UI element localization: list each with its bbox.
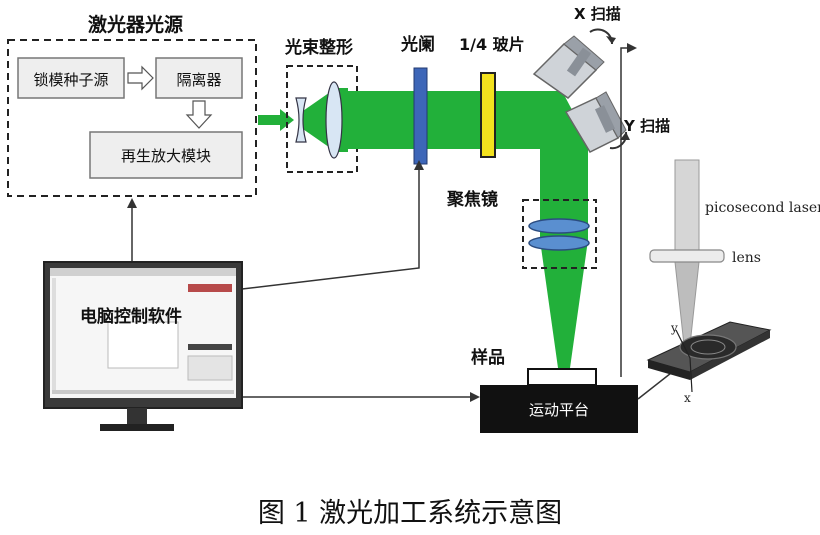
laser-source-title: 激光器光源 [88, 13, 183, 36]
inset-lens-icon [649, 249, 725, 263]
focus-lens-label: 聚焦镜 [446, 189, 498, 210]
x-scan-label: X 扫描 [574, 5, 621, 23]
sample-label: 样品 [471, 347, 505, 368]
inset-lens-label: lens [732, 250, 761, 266]
inset-y-axis-label: y [670, 321, 678, 335]
screen-color-bar [188, 284, 232, 292]
laser-control-arrowhead [127, 198, 137, 208]
seed-source-label: 锁模种子源 [33, 71, 108, 89]
aperture-element [413, 67, 428, 165]
inset-x-axis [689, 357, 693, 393]
focus-lens-lower [528, 235, 590, 251]
amplifier-label: 再生放大模块 [121, 147, 211, 165]
waveplate-label: 1/4 玻片 [459, 35, 525, 54]
galvo-scanner-group: X 扫描 Y 扫描 [532, 5, 670, 153]
inset-scan-path [690, 339, 726, 355]
inset-processing-circle [679, 334, 737, 360]
computer-monitor: 电脑控制软件 [43, 261, 243, 431]
inset-laser-label: picosecond laser [705, 200, 820, 216]
inset-laser-cone [674, 261, 700, 346]
beam-shaping-group: 光束整形 [284, 37, 358, 173]
inset-y-axis [675, 329, 691, 359]
seed-source-box [17, 57, 125, 99]
isolator-box [155, 57, 243, 99]
amplifier-box [89, 131, 243, 179]
beam-shaping-label: 光束整形 [284, 37, 353, 58]
sample-block [527, 368, 597, 386]
laser-source-frame [7, 39, 257, 197]
monitor-neck [127, 408, 147, 424]
motion-stage-label: 运动平台 [529, 401, 589, 419]
inset-x-axis-label: x [684, 391, 691, 405]
convex-lens-icon [325, 81, 343, 159]
inset-plate-front [648, 360, 690, 380]
x-galvo-motor [566, 47, 592, 77]
laser-source-group: 激光器光源 锁模种子源 隔离器 再生放大模块 [7, 13, 257, 197]
isolator-to-amplifier-arrow [185, 100, 213, 129]
screen-statusbar [52, 390, 234, 394]
x-rotation-arrowhead [606, 36, 616, 44]
focused-beam-cone [540, 240, 588, 368]
main-beam-horizontal [348, 91, 541, 149]
isolator-label: 隔离器 [176, 71, 221, 89]
figure-caption: 图 1 激光加工系统示意图 [258, 498, 562, 529]
screen-side-panel [187, 355, 233, 381]
aperture-label: 光阑 [400, 34, 435, 55]
output-beam-arrowhead [280, 109, 294, 131]
aperture-control-arrowhead [414, 160, 424, 170]
y-galvo-motor [594, 105, 616, 133]
screen-panel-bar [188, 344, 232, 350]
inset-laser-column [674, 159, 700, 251]
screen-titlebar [50, 268, 236, 276]
computer-label: 电脑控制软件 [80, 306, 182, 327]
focus-lens-upper [528, 218, 590, 234]
concave-lens-icon [295, 97, 307, 143]
y-scan-label: Y 扫描 [623, 117, 670, 135]
inset-processing-view: picosecond laser lens y x [646, 159, 820, 405]
motion-stage [480, 385, 638, 433]
output-beam-stub [258, 115, 280, 125]
screen-toolbar [52, 278, 56, 394]
y-rotation-arrowhead [620, 132, 630, 140]
screen-canvas [107, 321, 179, 369]
scanner-control-arrowhead [627, 43, 637, 53]
scanner-control-line [620, 47, 627, 377]
quarter-waveplate [480, 72, 496, 158]
aperture-control-line [241, 170, 420, 290]
seed-to-isolator-arrow [127, 65, 154, 91]
monitor-base [100, 424, 174, 431]
stage-control-arrowhead [470, 392, 480, 402]
